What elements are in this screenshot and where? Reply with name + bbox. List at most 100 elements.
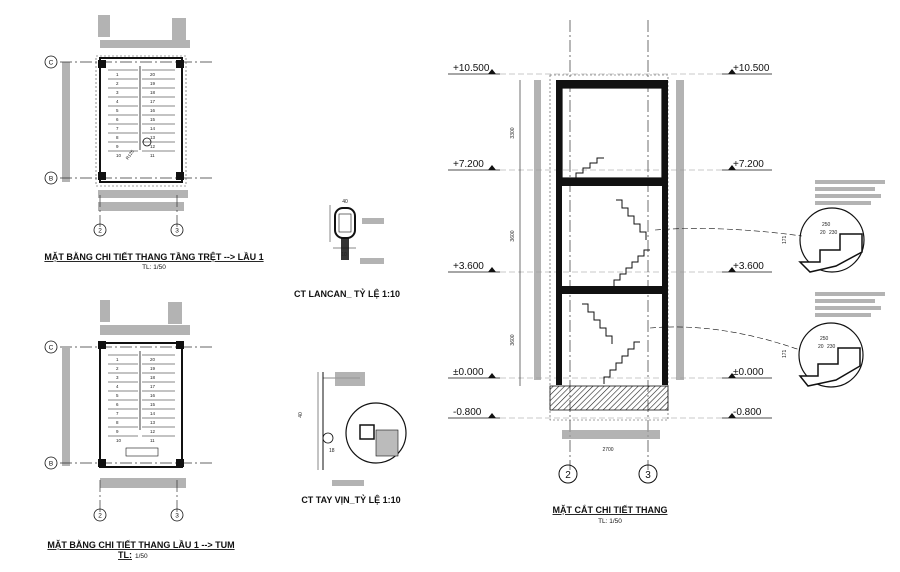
step-number: 15 (150, 117, 156, 122)
level-label-right: +3.600 (733, 261, 764, 272)
section-dim-low: 3600 (510, 334, 516, 345)
stair-flight (613, 249, 650, 286)
blurred-note (815, 313, 871, 317)
step-detail-upper: 250 20 230 171 (654, 180, 885, 273)
step-number: 5 (116, 108, 119, 113)
nosing-dim: 20 (820, 230, 826, 236)
blurred-note (815, 201, 871, 205)
level-label-right: +10.500 (733, 63, 770, 74)
riser-dim: 171 (782, 349, 788, 358)
lancan-dim-width: 40 (342, 199, 348, 205)
blurred-note (815, 194, 881, 198)
blurred-dimension (168, 302, 182, 324)
step-number: 1 (116, 357, 119, 362)
tread-net-dim: 230 (829, 230, 838, 236)
axis-label-b: B (49, 461, 53, 468)
axis-label-c: C (49, 345, 54, 352)
level-marker (728, 267, 736, 272)
step-number: 15 (150, 402, 156, 407)
riser-dim: 171 (782, 235, 788, 244)
step-number: 7 (116, 126, 119, 131)
step-number: 9 (116, 144, 119, 149)
step-detail-lower: 250 20 230 171 (649, 292, 885, 388)
blurred-dimension (98, 15, 110, 37)
step-number: 9 (116, 429, 119, 434)
blurred-dimension (100, 478, 186, 488)
level-marker (488, 413, 496, 418)
blurred-dimension (100, 325, 190, 335)
step-number: 10 (116, 153, 122, 158)
stair-flight (582, 303, 613, 344)
axis-label-3: 3 (175, 228, 179, 235)
blurred-note (360, 258, 384, 264)
axis-label-3: 3 (175, 513, 179, 520)
step-number: 4 (116, 384, 119, 389)
step-number: 12 (150, 429, 156, 434)
step-number: 17 (150, 384, 156, 389)
blurred-note (362, 218, 384, 224)
step-number: 19 (150, 366, 156, 371)
handrail-dim-2: 18 (329, 448, 335, 454)
detail-handrail: 40 18 CT TAY VỊN_TỶ LỆ 1:10 (298, 372, 407, 505)
section-dim-top: 3300 (510, 127, 516, 138)
section-dim-mid: 3600 (510, 230, 516, 241)
level-label-right: +7.200 (733, 159, 764, 170)
stair-flight (575, 157, 604, 178)
step-number: 12 (150, 144, 156, 149)
level-label-right: -0.800 (733, 407, 762, 418)
axis-label-b: B (49, 176, 53, 183)
lancan-title: CT LANCAN_ TỶ LỆ 1:10 (294, 288, 400, 299)
level-label-right: ±0.000 (733, 367, 764, 378)
level-marker (488, 165, 496, 170)
level-marker (728, 373, 736, 378)
plan2-title: MẶT BẰNG CHI TIẾT THANG LẦU 1 --> TUM (47, 540, 234, 550)
step-number: 5 (116, 393, 119, 398)
level-label-left: +7.200 (453, 159, 484, 170)
step-number: 16 (150, 108, 156, 113)
blurred-dimension (98, 190, 188, 198)
step-number: 3 (116, 90, 119, 95)
step-number: 18 (150, 90, 156, 95)
step-number: 8 (116, 135, 119, 140)
section-bottom-dim: 2700 (602, 447, 613, 453)
handrail-dim: 40 (298, 412, 304, 418)
blurred-note (815, 292, 885, 296)
radius-note: R125 (125, 148, 136, 160)
step-number: 2 (116, 81, 119, 86)
stair-walls (99, 57, 183, 183)
blurred-note (815, 306, 881, 310)
section-axis-3: 3 (645, 470, 651, 481)
stair-flight (603, 341, 640, 384)
level-label-left: -0.800 (453, 407, 482, 418)
blurred-dimension (172, 18, 186, 40)
step-number: 11 (150, 438, 155, 443)
axis-label-2: 2 (98, 513, 102, 520)
step-number: 13 (150, 135, 156, 140)
section-axis-2: 2 (565, 470, 571, 481)
step-number: 14 (150, 126, 156, 131)
axis-label-2: 2 (98, 228, 102, 235)
step-number: 18 (150, 375, 156, 380)
step-number: 16 (150, 393, 156, 398)
blurred-dimension (100, 300, 110, 322)
handrail-callout-circle (345, 402, 407, 464)
blurred-dimension (98, 202, 184, 211)
tread-net-dim: 230 (827, 344, 836, 350)
step-number: 14 (150, 411, 156, 416)
plan2-scale-label: TL: (118, 550, 132, 560)
step-number: 19 (150, 81, 156, 86)
blurred-dimension (62, 62, 70, 182)
step-number: 20 (150, 72, 156, 77)
blurred-note (815, 187, 875, 191)
handrail-title: CT TAY VỊN_TỶ LỆ 1:10 (301, 494, 400, 505)
level-marker (488, 267, 496, 272)
level-marker (488, 69, 496, 74)
step-number: 4 (116, 99, 119, 104)
level-marker (728, 413, 736, 418)
lancan-dim-base: 10 (341, 252, 347, 258)
